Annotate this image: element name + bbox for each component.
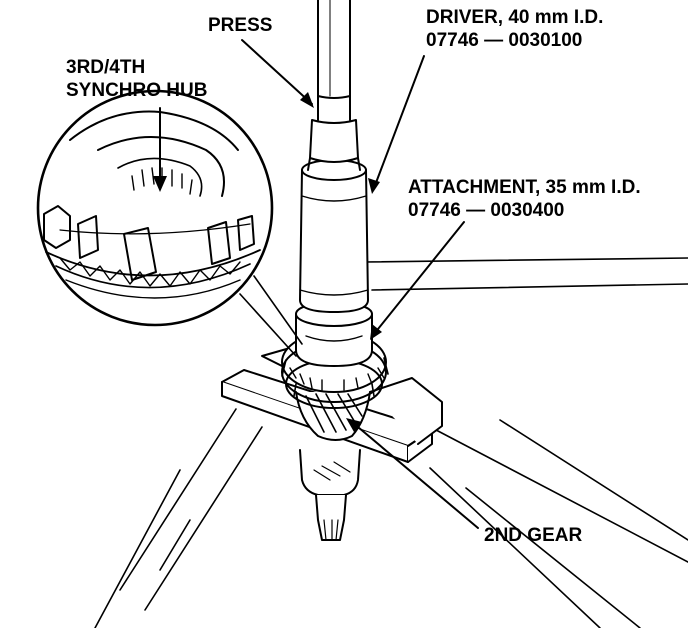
lower-shaft — [299, 449, 361, 541]
driver-tool — [299, 0, 369, 313]
driver-label-line1: DRIVER, 40 mm I.D. — [426, 7, 604, 28]
synchro-hub-label-line2: SYNCHRO HUB — [66, 80, 208, 101]
base-rails — [94, 257, 688, 628]
hub-magnified-inset — [36, 89, 274, 327]
synchro-hub-label-line1: 3RD/4TH — [66, 57, 146, 78]
second-gear — [295, 391, 371, 441]
synchro-hub-label: 3RD/4TH SYNCHRO HUB — [66, 56, 207, 102]
press-label-text: PRESS — [208, 15, 273, 36]
attachment-label-line1: ATTACHMENT, 35 mm I.D. — [408, 177, 641, 198]
driver-label: DRIVER, 40 mm I.D. 07746 — 0030100 — [426, 6, 603, 52]
second-gear-label-text: 2ND GEAR — [484, 525, 583, 546]
second-gear-label: 2ND GEAR — [484, 524, 582, 547]
driver-label-line2: 07746 — 0030100 — [426, 30, 583, 51]
inset-connector-lines — [239, 275, 303, 357]
attachment-label: ATTACHMENT, 35 mm I.D. 07746 — 0030400 — [408, 176, 641, 222]
leader-arrows — [153, 39, 479, 529]
attachment-label-line2: 07746 — 0030400 — [408, 200, 565, 221]
press-label: PRESS — [208, 14, 272, 37]
